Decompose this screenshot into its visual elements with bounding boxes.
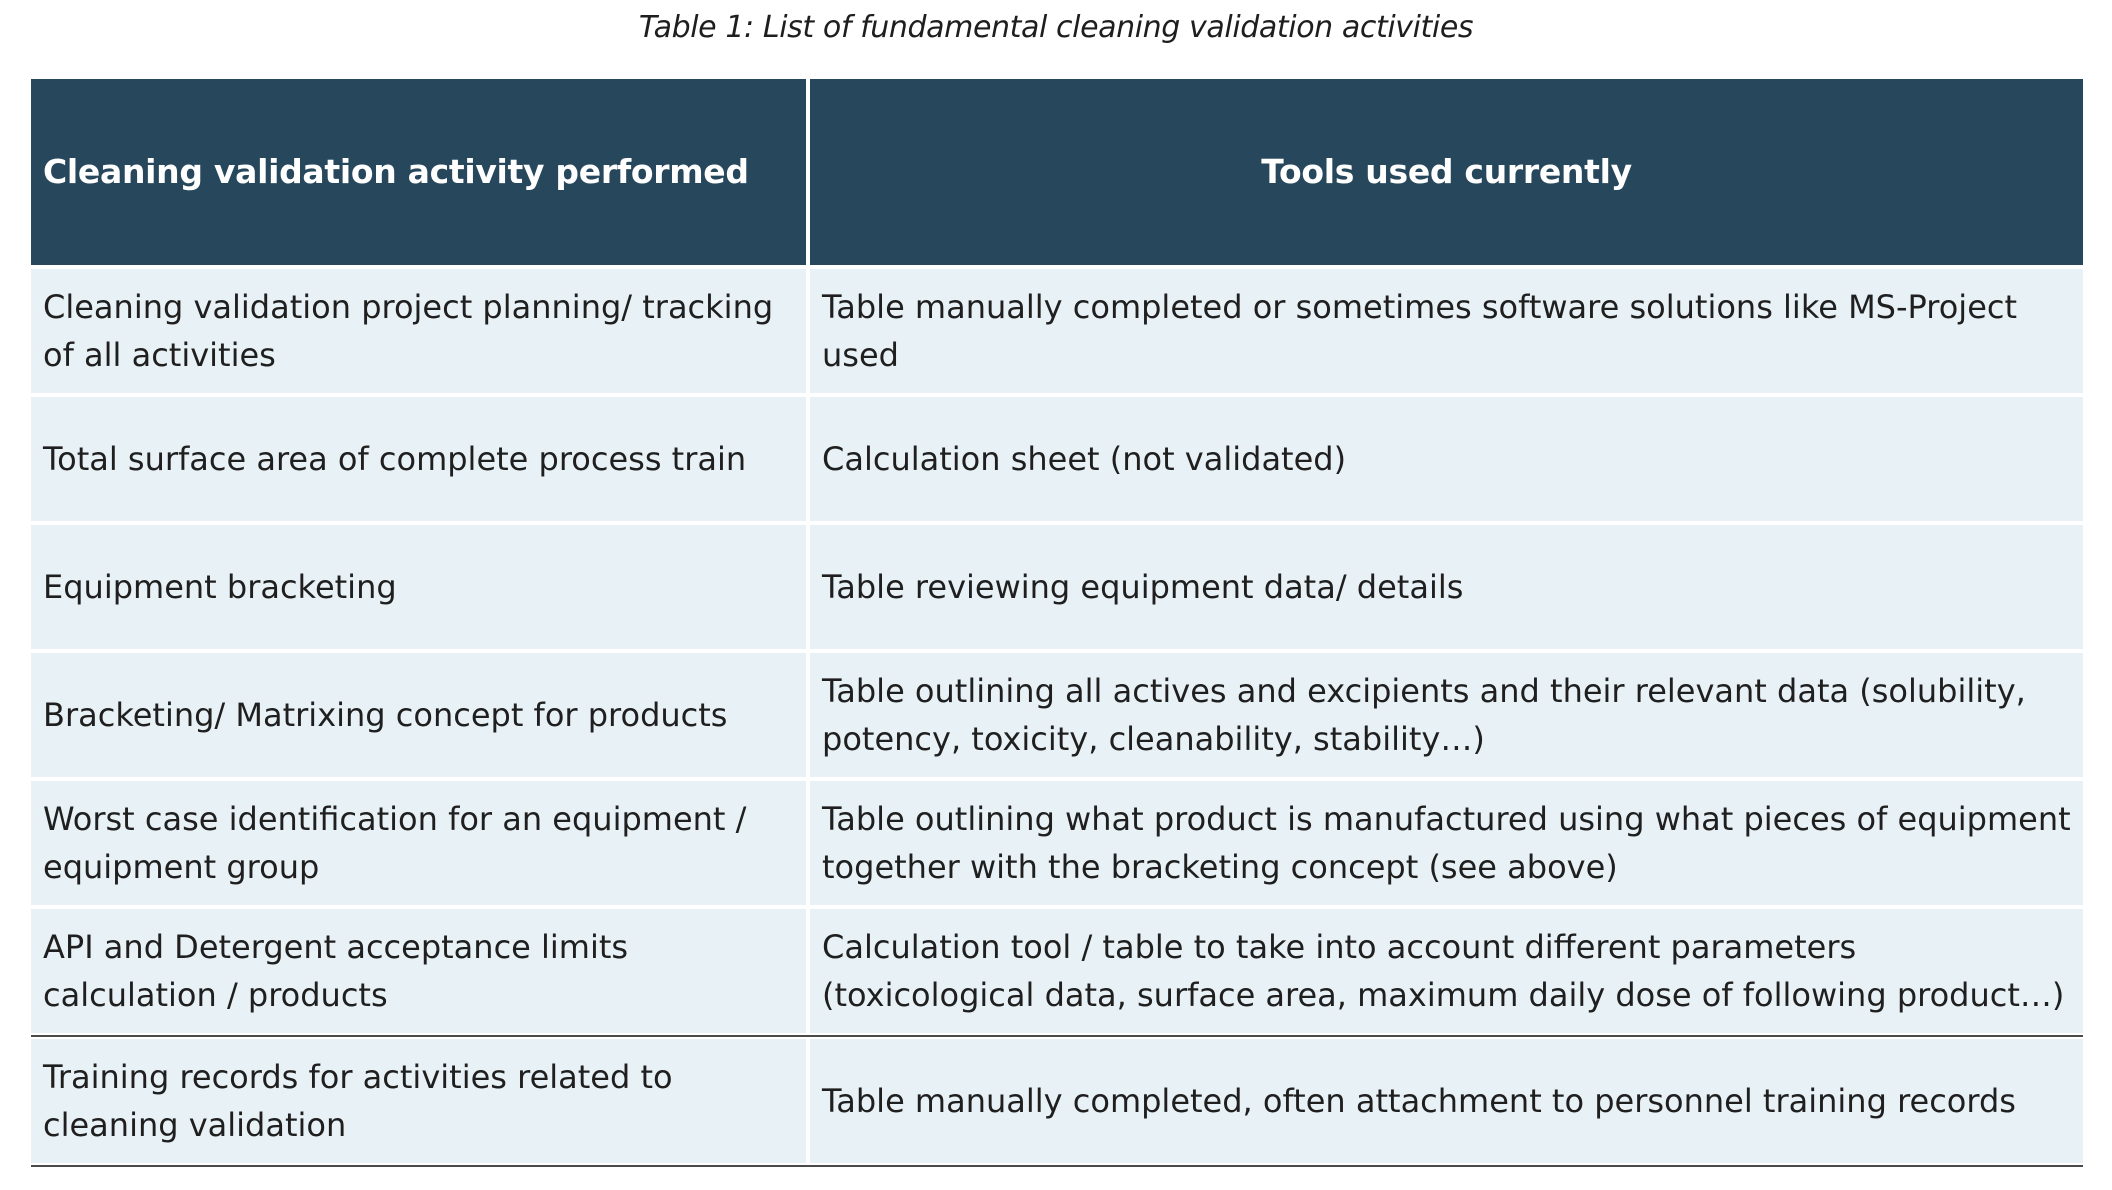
tools-cell: Table manually completed, often attachme…	[810, 1039, 2083, 1163]
activity-cell: Total surface area of complete process t…	[31, 397, 806, 521]
header-activity: Cleaning validation activity performed	[31, 79, 806, 265]
table-caption: Table 1: List of fundamental cleaning va…	[638, 10, 1474, 45]
tools-cell: Table outlining all actives and excipien…	[810, 653, 2083, 777]
table-header-row: Cleaning validation activity performed T…	[31, 79, 2083, 265]
activity-cell: API and Detergent acceptance limits calc…	[31, 909, 806, 1033]
table-row: Worst case identification for an equipme…	[31, 781, 2083, 905]
activity-cell: Worst case identification for an equipme…	[31, 781, 806, 905]
activity-cell: Equipment bracketing	[31, 525, 806, 649]
header-tools: Tools used currently	[810, 79, 2083, 265]
tools-cell: Table manually completed or sometimes so…	[810, 269, 2083, 393]
tools-cell: Table reviewing equipment data/ details	[810, 525, 2083, 649]
table-row: Cleaning validation project planning/ tr…	[31, 269, 2083, 393]
table-row: Training records for activities related …	[31, 1039, 2083, 1163]
tools-cell: Calculation tool / table to take into ac…	[810, 909, 2083, 1033]
row-divider	[31, 1035, 2083, 1037]
activity-cell: Bracketing/ Matrixing concept for produc…	[31, 653, 806, 777]
activities-table: Cleaning validation activity performed T…	[31, 79, 2083, 1163]
table-row: Bracketing/ Matrixing concept for produc…	[31, 653, 2083, 777]
tools-cell: Calculation sheet (not validated)	[810, 397, 2083, 521]
table-bottom-rule	[31, 1165, 2083, 1167]
tools-cell: Table outlining what product is manufact…	[810, 781, 2083, 905]
activity-cell: Cleaning validation project planning/ tr…	[31, 269, 806, 393]
activity-cell: Training records for activities related …	[31, 1039, 806, 1163]
table-row: Equipment bracketing Table reviewing equ…	[31, 525, 2083, 649]
table-row: API and Detergent acceptance limits calc…	[31, 909, 2083, 1033]
table-row: Total surface area of complete process t…	[31, 397, 2083, 521]
